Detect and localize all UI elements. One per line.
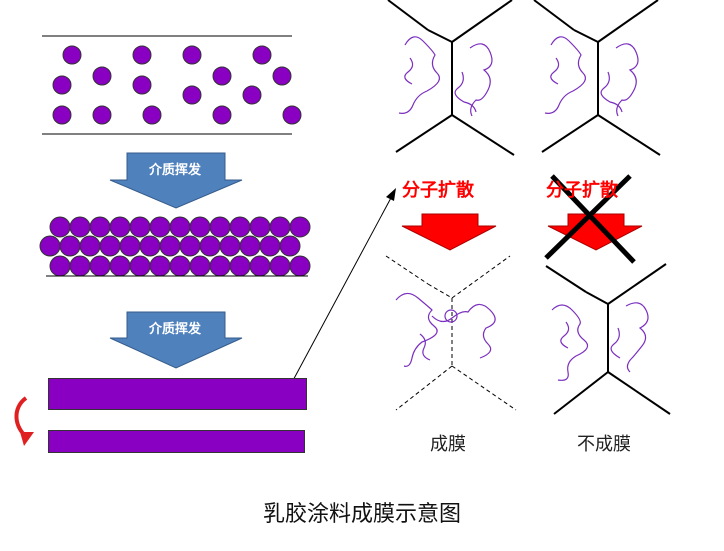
packed-particle [209,255,231,277]
cell-top-right [533,0,661,156]
diffusion-label-left: 分子扩散 [402,180,474,201]
polymer-chains-top-left [398,36,493,117]
packed-particle [149,216,171,238]
packed-particle [49,216,71,238]
polymer-chains-bottom-left [395,292,496,367]
evaporate-label-1: 介质挥发 [148,163,201,178]
packed-particle [229,216,251,238]
diffusion-arrow-left [401,213,497,251]
packed-particle [49,255,71,277]
dispersed-particle [62,45,82,65]
dispersed-particle [272,66,292,86]
dispersed-particle [92,66,112,86]
packed-particle [69,216,91,238]
packed-particle [289,255,311,277]
diffusion-arrow-right [547,213,643,251]
packed-particle [199,235,221,257]
dispersed-particle [182,45,202,65]
merge-point-circle [444,309,458,323]
dispersed-particle [142,105,162,125]
polymer-chains-top-right [544,36,639,117]
film-layer-top [48,378,307,410]
packed-particle [169,216,191,238]
packed-particle [179,235,201,257]
packed-particle [189,216,211,238]
packed-particle [149,255,171,277]
pointer-arrow-line [289,195,393,387]
packed-particle [229,255,251,277]
packed-particle [129,216,151,238]
packed-particle [289,216,311,238]
dispersed-particle [182,85,202,105]
film-not-formed-label: 不成膜 [577,434,631,455]
evaporate-label-2: 介质挥发 [148,322,201,337]
dispersed-particle [212,66,232,86]
packed-particle [269,255,291,277]
cross-mark-icon [544,174,636,264]
packed-particle [169,255,191,277]
dispersed-particle [92,105,112,125]
packed-particle [109,216,131,238]
cell-bottom-right [545,263,671,415]
packed-particle [139,235,161,257]
dispersed-particle [52,105,72,125]
diffusion-label-right: 分子扩散 [546,180,618,201]
packed-particle [89,216,111,238]
cell-bottom-left [385,255,517,411]
dispersed-particle [282,105,302,125]
packed-particle [99,235,121,257]
packed-particle [219,235,241,257]
film-layer-bottom [48,430,305,453]
packed-particle [269,216,291,238]
packed-particle [109,255,131,277]
evaporate-arrow-2 [109,311,243,369]
dispersed-particles [52,45,302,125]
packed-particle [79,235,101,257]
packed-particle [249,216,271,238]
packed-particle [119,235,141,257]
evaporate-arrow-1 [109,152,243,209]
dispersed-particle [212,105,232,125]
packed-particle [89,255,111,277]
figure-caption: 乳胶涂料成膜示意图 [262,502,461,527]
packed-particle [69,255,91,277]
curved-red-arrow-head [20,432,34,446]
film-formed-label: 成膜 [430,434,466,455]
cell-top-left [387,0,515,156]
dispersed-particle [132,75,152,95]
packed-particles [39,216,311,277]
packed-particle [249,255,271,277]
packed-particle [209,216,231,238]
pointer-arrow-head [386,188,396,201]
dispersed-particle [252,45,272,65]
packed-particle [239,235,261,257]
packed-particle [159,235,181,257]
packed-particle [59,235,81,257]
dispersed-particle [242,85,262,105]
packed-particle [279,235,301,257]
dispersed-particle [52,75,72,95]
dispersed-particle [132,45,152,65]
packed-particle [39,235,61,257]
packed-particle [259,235,281,257]
packed-particle [129,255,151,277]
polymer-chains-bottom-right [551,302,649,381]
packed-particle [189,255,211,277]
